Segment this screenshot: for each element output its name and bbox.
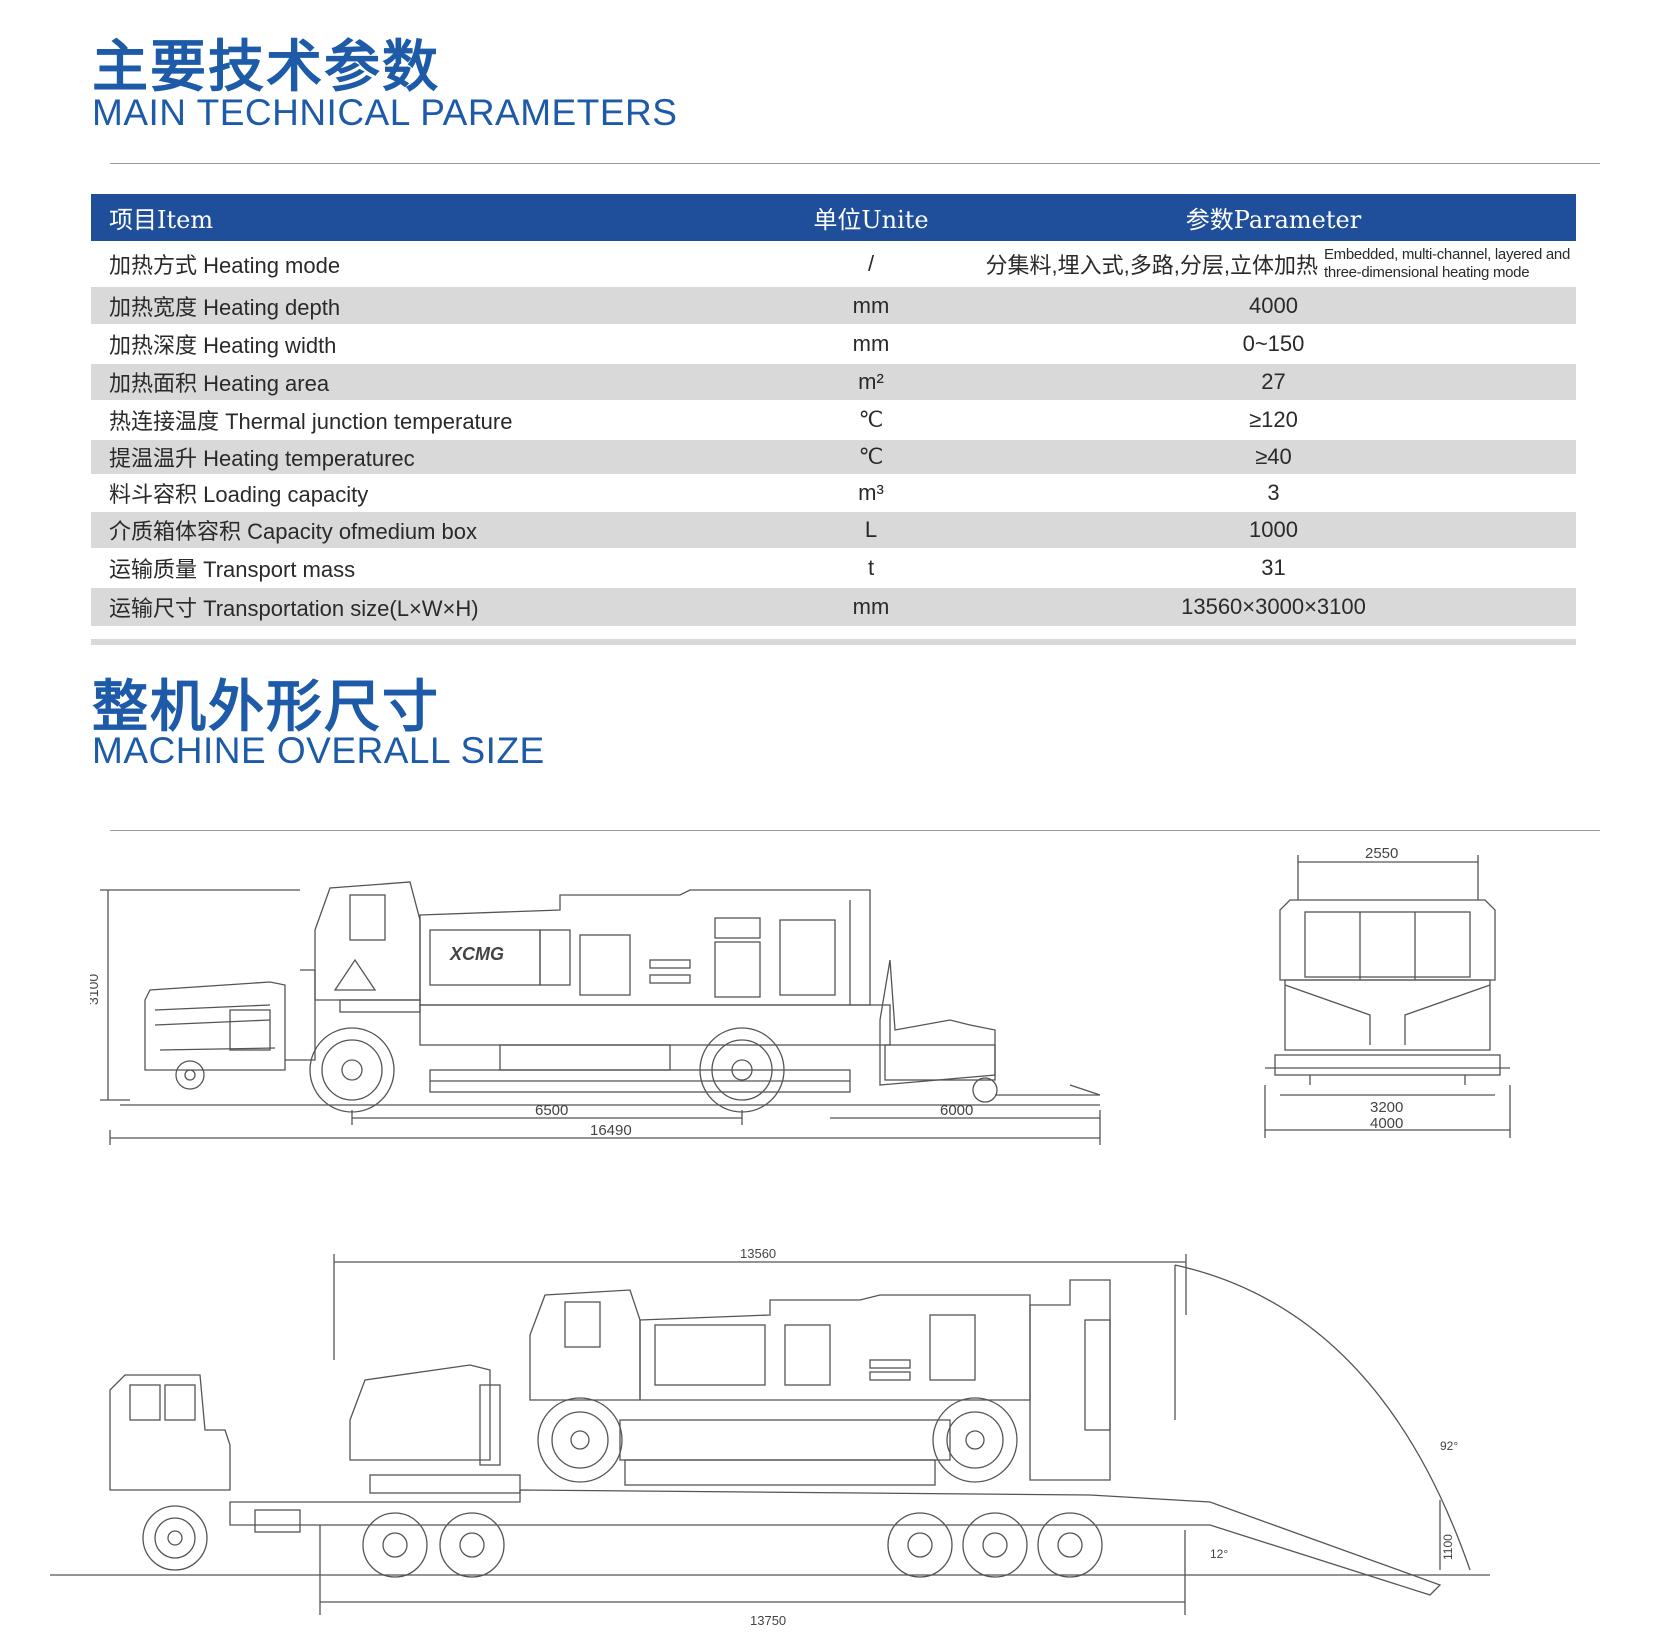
dim-length: 16490	[590, 1122, 632, 1139]
row-item: 加热方式 Heating mode	[109, 253, 341, 278]
parameters-table: 项目Item 单位Unite 参数Parameter 加热方式 Heating …	[91, 194, 1576, 626]
row-unit: ℃	[858, 444, 884, 469]
row-item: 热连接温度 Thermal junction temperature	[109, 409, 513, 434]
angle-arc: 92°	[1440, 1439, 1458, 1453]
row-unit: ℃	[858, 407, 884, 432]
table-row: 加热宽度 Heating depth mm 4000	[91, 287, 1576, 324]
side-view-drawing: XCMG 3100 6500 6000 16490	[90, 881, 1101, 1145]
table-row: 热连接温度 Thermal junction temperature ℃ ≥12…	[91, 400, 1576, 440]
row-param-en-line2: three-dimensional heating mode	[1323, 264, 1530, 281]
row-item: 加热面积 Heating area	[109, 371, 330, 396]
brand-logo: XCMG	[449, 944, 504, 964]
header-parameter: 参数Parameter	[1185, 206, 1362, 234]
section-title-en: MAIN TECHNICAL PARAMETERS	[92, 92, 678, 133]
header-unit: 单位Unite	[813, 206, 929, 234]
row-unit: mm	[852, 292, 890, 318]
row-unit: mm	[852, 594, 890, 619]
table-bottom-bar	[91, 639, 1576, 645]
row-item: 运输尺寸 Transportation size(L×W×H)	[109, 596, 479, 621]
row-param-cn: 分集料,埋入式,多路,分层,立体加热	[985, 253, 1318, 278]
front-view-drawing: 2550 3200 4000	[1264, 845, 1511, 1138]
table-row: 加热深度 Heating width mm 0~150	[91, 324, 1576, 364]
row-param: ≥40	[1255, 444, 1292, 469]
table-header: 项目Item 单位Unite 参数Parameter	[91, 194, 1576, 241]
dim-wheelbase: 6500	[535, 1102, 568, 1119]
divider	[110, 830, 1600, 831]
angle-ramp: 12°	[1210, 1547, 1228, 1561]
row-param: 分集料,埋入式,多路,分层,立体加热 Embedded, multi-chann…	[971, 246, 1576, 282]
dim-front-mid: 3200	[1370, 1099, 1403, 1116]
dim-rear: 6000	[940, 1102, 973, 1119]
row-param: 3	[1267, 480, 1280, 505]
row-param: 4000	[1249, 292, 1298, 318]
row-unit: m³	[858, 480, 884, 505]
dim-height: 3100	[90, 974, 101, 1005]
row-unit: t	[867, 555, 875, 580]
dim-transport-bottom: 13750	[750, 1613, 786, 1628]
row-param: 31	[1261, 555, 1286, 580]
section-title-cn: 主要技术参数	[92, 35, 440, 100]
row-param: 27	[1261, 369, 1286, 394]
section-title-cn: 整机外形尺寸	[92, 675, 440, 740]
table-row: 提温温升 Heating temperaturec ℃ ≥40	[91, 440, 1576, 474]
dim-transport-top: 13560	[740, 1246, 776, 1261]
row-unit: m²	[858, 369, 884, 394]
row-param: ≥120	[1249, 407, 1298, 432]
row-item: 提温温升 Heating temperaturec	[109, 446, 415, 471]
row-param-en: Embedded, multi-channel, layered and thr…	[1324, 246, 1570, 282]
row-param: 13560×3000×3100	[1181, 594, 1366, 619]
transport-view-drawing: 13560 13750 12° 92° 1100	[50, 1246, 1490, 1628]
row-unit: L	[864, 517, 878, 542]
dim-front-top: 2550	[1365, 845, 1398, 862]
table-row: 加热方式 Heating mode / 分集料,埋入式,多路,分层,立体加热 E…	[91, 241, 1576, 287]
section-title-en: MACHINE OVERALL SIZE	[92, 730, 545, 771]
row-unit: mm	[852, 331, 890, 356]
row-item: 运输质量 Transport mass	[109, 557, 356, 582]
table-row: 加热面积 Heating area m² 27	[91, 364, 1576, 400]
row-param: 0~150	[1242, 331, 1305, 356]
row-unit: /	[867, 251, 875, 276]
row-item: 加热深度 Heating width	[109, 333, 337, 358]
dim-front-bottom: 4000	[1370, 1115, 1403, 1132]
header-item: 项目Item	[109, 206, 214, 234]
row-param-en-line1: Embedded, multi-channel, layered and	[1323, 246, 1570, 263]
dim-ramp-height: 1100	[1441, 1534, 1455, 1560]
table-row: 运输尺寸 Transportation size(L×W×H) mm 13560…	[91, 588, 1576, 626]
row-item: 加热宽度 Heating depth	[109, 294, 341, 320]
row-item: 介质箱体容积 Capacity ofmedium box	[109, 519, 477, 544]
divider	[110, 163, 1600, 164]
row-param: 1000	[1249, 517, 1298, 542]
table-row: 运输质量 Transport mass t 31	[91, 548, 1576, 588]
table-row: 料斗容积 Loading capacity m³ 3	[91, 474, 1576, 512]
row-item: 料斗容积 Loading capacity	[109, 482, 369, 507]
table-row: 介质箱体容积 Capacity ofmedium box L 1000	[91, 512, 1576, 548]
